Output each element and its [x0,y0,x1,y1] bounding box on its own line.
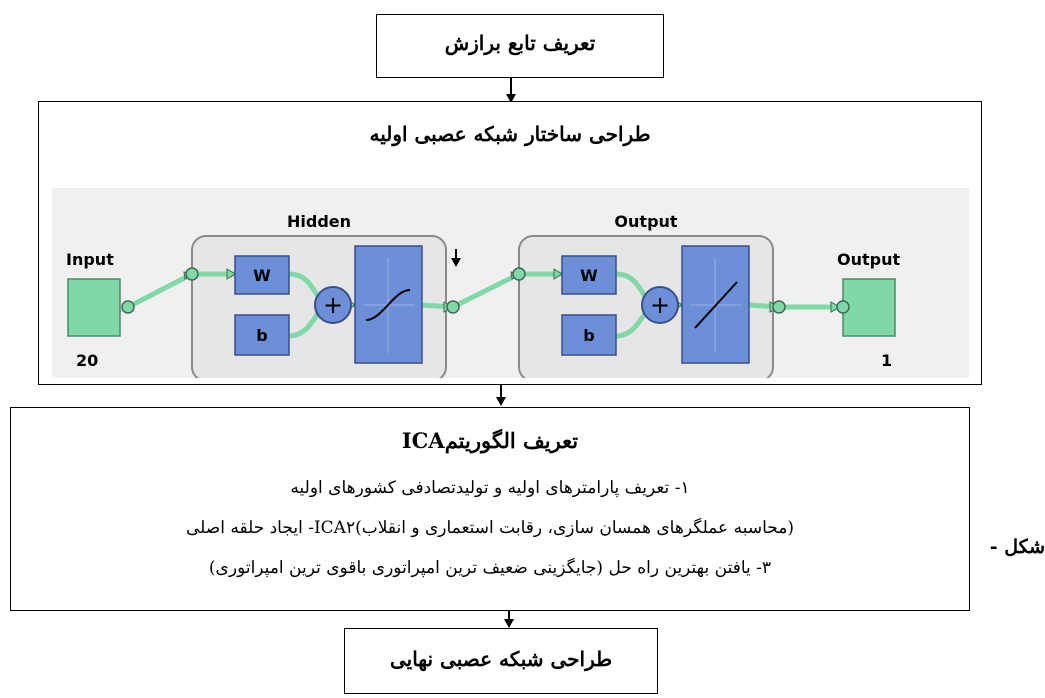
ica-step-3: ۳- یافتن بهترین راه حل (جایگزینی ضعیف تر… [208,558,772,578]
output-size: 1 [881,351,892,370]
ica-step-1: ۱- تعریف پارامترهای اولیه و تولیدتصادفی … [290,478,690,498]
initial-nn-title: طراحی ساختار شبکه عصبی اولیه [369,122,651,146]
fitness-function-box: تعریف تابع برازش [376,14,664,78]
arrow-2-head [496,397,506,406]
hidden-sum-node [314,286,352,324]
sigmoid-curve [365,289,411,321]
hidden-weight-block [234,255,290,295]
ica-step-2: (محاسبه عملگرهای همسان سازی، رقابت استعم… [186,518,794,538]
output-node [842,278,896,337]
input-label: Input [66,250,114,269]
ica-title: تعریف الگوریتمICA [401,428,579,453]
arrow-1-line [510,78,512,95]
output-sum-node [641,286,679,324]
figure-side-label: شکل - [989,536,1045,558]
hidden-sum-symbol: + [323,291,343,319]
network-diagram: Input 20 Hidden Output Output 1 W b + W … [52,188,969,378]
initial-nn-box: طراحی ساختار شبکه عصبی اولیه [38,101,982,385]
input-node [67,278,121,337]
output-weight-block [561,255,617,295]
arrow-inner-head [451,258,461,267]
linear-line [694,281,738,329]
final-nn-title: طراحی شبکه عصبی نهایی [389,647,613,671]
arrow-1-head [506,94,516,103]
output-bias-block [561,314,617,356]
input-size: 20 [76,351,98,370]
network-panel-bg [52,188,969,378]
output-bias-symbol: b [583,326,594,345]
output-weight-symbol: W [580,266,598,285]
hidden-bias-block [234,314,290,356]
fitness-function-title: تعریف تابع برازش [444,31,596,55]
arrow-inner-line [455,249,457,259]
output-layer-label: Output [614,212,677,231]
final-nn-box: طراحی شبکه عصبی نهایی [344,628,658,694]
hidden-weight-symbol: W [253,266,271,285]
arrow-3-line [508,611,510,621]
output-label: Output [837,250,900,269]
hidden-layer-label: Hidden [287,212,351,231]
ica-box: تعریف الگوریتمICA ۱- تعریف پارامترهای او… [10,407,970,611]
arrow-2-line [500,385,502,399]
junction-circles [121,267,850,314]
arrow-3-head [504,619,514,628]
output-sum-symbol: + [650,291,670,319]
hidden-bias-symbol: b [256,326,267,345]
